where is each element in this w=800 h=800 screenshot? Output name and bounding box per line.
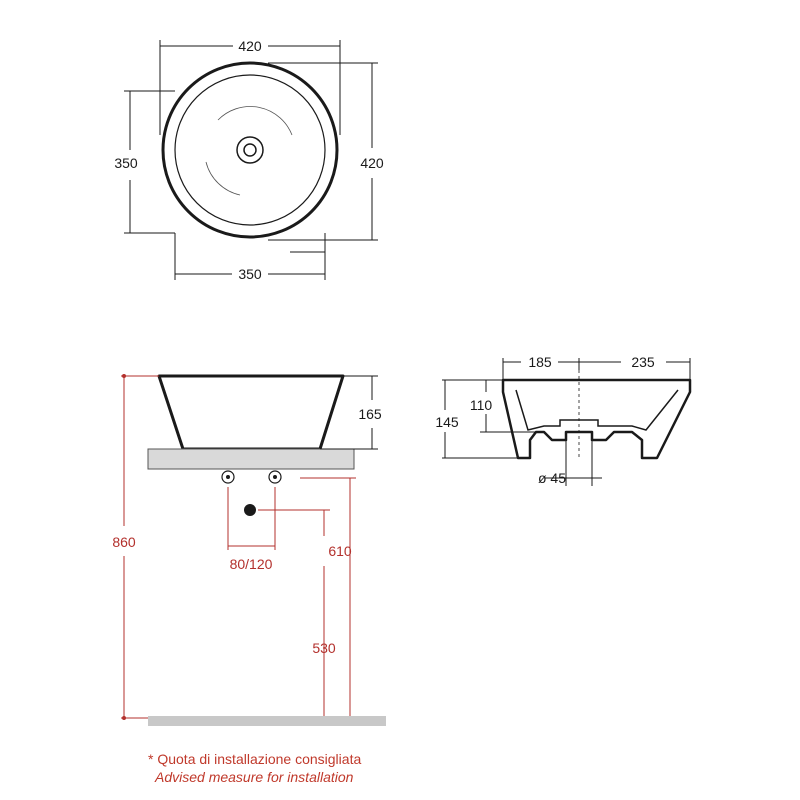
dim-tap-spacing: 80/120 [230,556,273,572]
dim-section-right-width: 235 [631,354,655,370]
dim-drain-height: 610 [328,543,352,559]
basin-bowl-contour [217,106,293,136]
dim-section-outer-height: 145 [435,414,459,430]
basin-section-profile [501,378,692,460]
dim-left-height: 350 [114,155,138,171]
water-inlet-left-icon [221,470,235,484]
top-view: 420 420 350 350 [114,38,384,282]
dim-drain-diameter: ø 45 [538,470,566,486]
basin-side-profile [157,374,345,451]
dim-section-inner-height: 110 [470,397,493,413]
dim-section-left-width: 185 [528,354,552,370]
dim-total-height: 860 [112,534,136,550]
section-view: 185 235 145 110 ø 45 [435,354,692,486]
basin-section-inner [515,389,679,431]
installation-note: * Quota di installazione consigliata Adv… [148,751,361,785]
dim-bowl-height: 165 [358,406,382,422]
drain-outer [236,136,264,164]
drain-outlet-icon [244,504,256,516]
water-inlet-right-icon [268,470,282,484]
note-italian: * Quota di installazione consigliata [148,751,361,767]
basin-inner-rim [174,74,326,226]
floor [148,716,386,726]
drain-inner [243,143,257,157]
dim-counter-height: 530 [312,640,336,656]
basin-bowl-contour-lower [205,161,241,196]
dim-right-height: 420 [360,155,384,171]
side-view: 165 80/120 610 530 86 [112,374,386,726]
countertop [147,448,355,470]
note-english: Advised measure for installation [154,769,354,785]
dim-top-width: 420 [238,38,262,54]
dim-bottom-width: 350 [238,266,262,282]
